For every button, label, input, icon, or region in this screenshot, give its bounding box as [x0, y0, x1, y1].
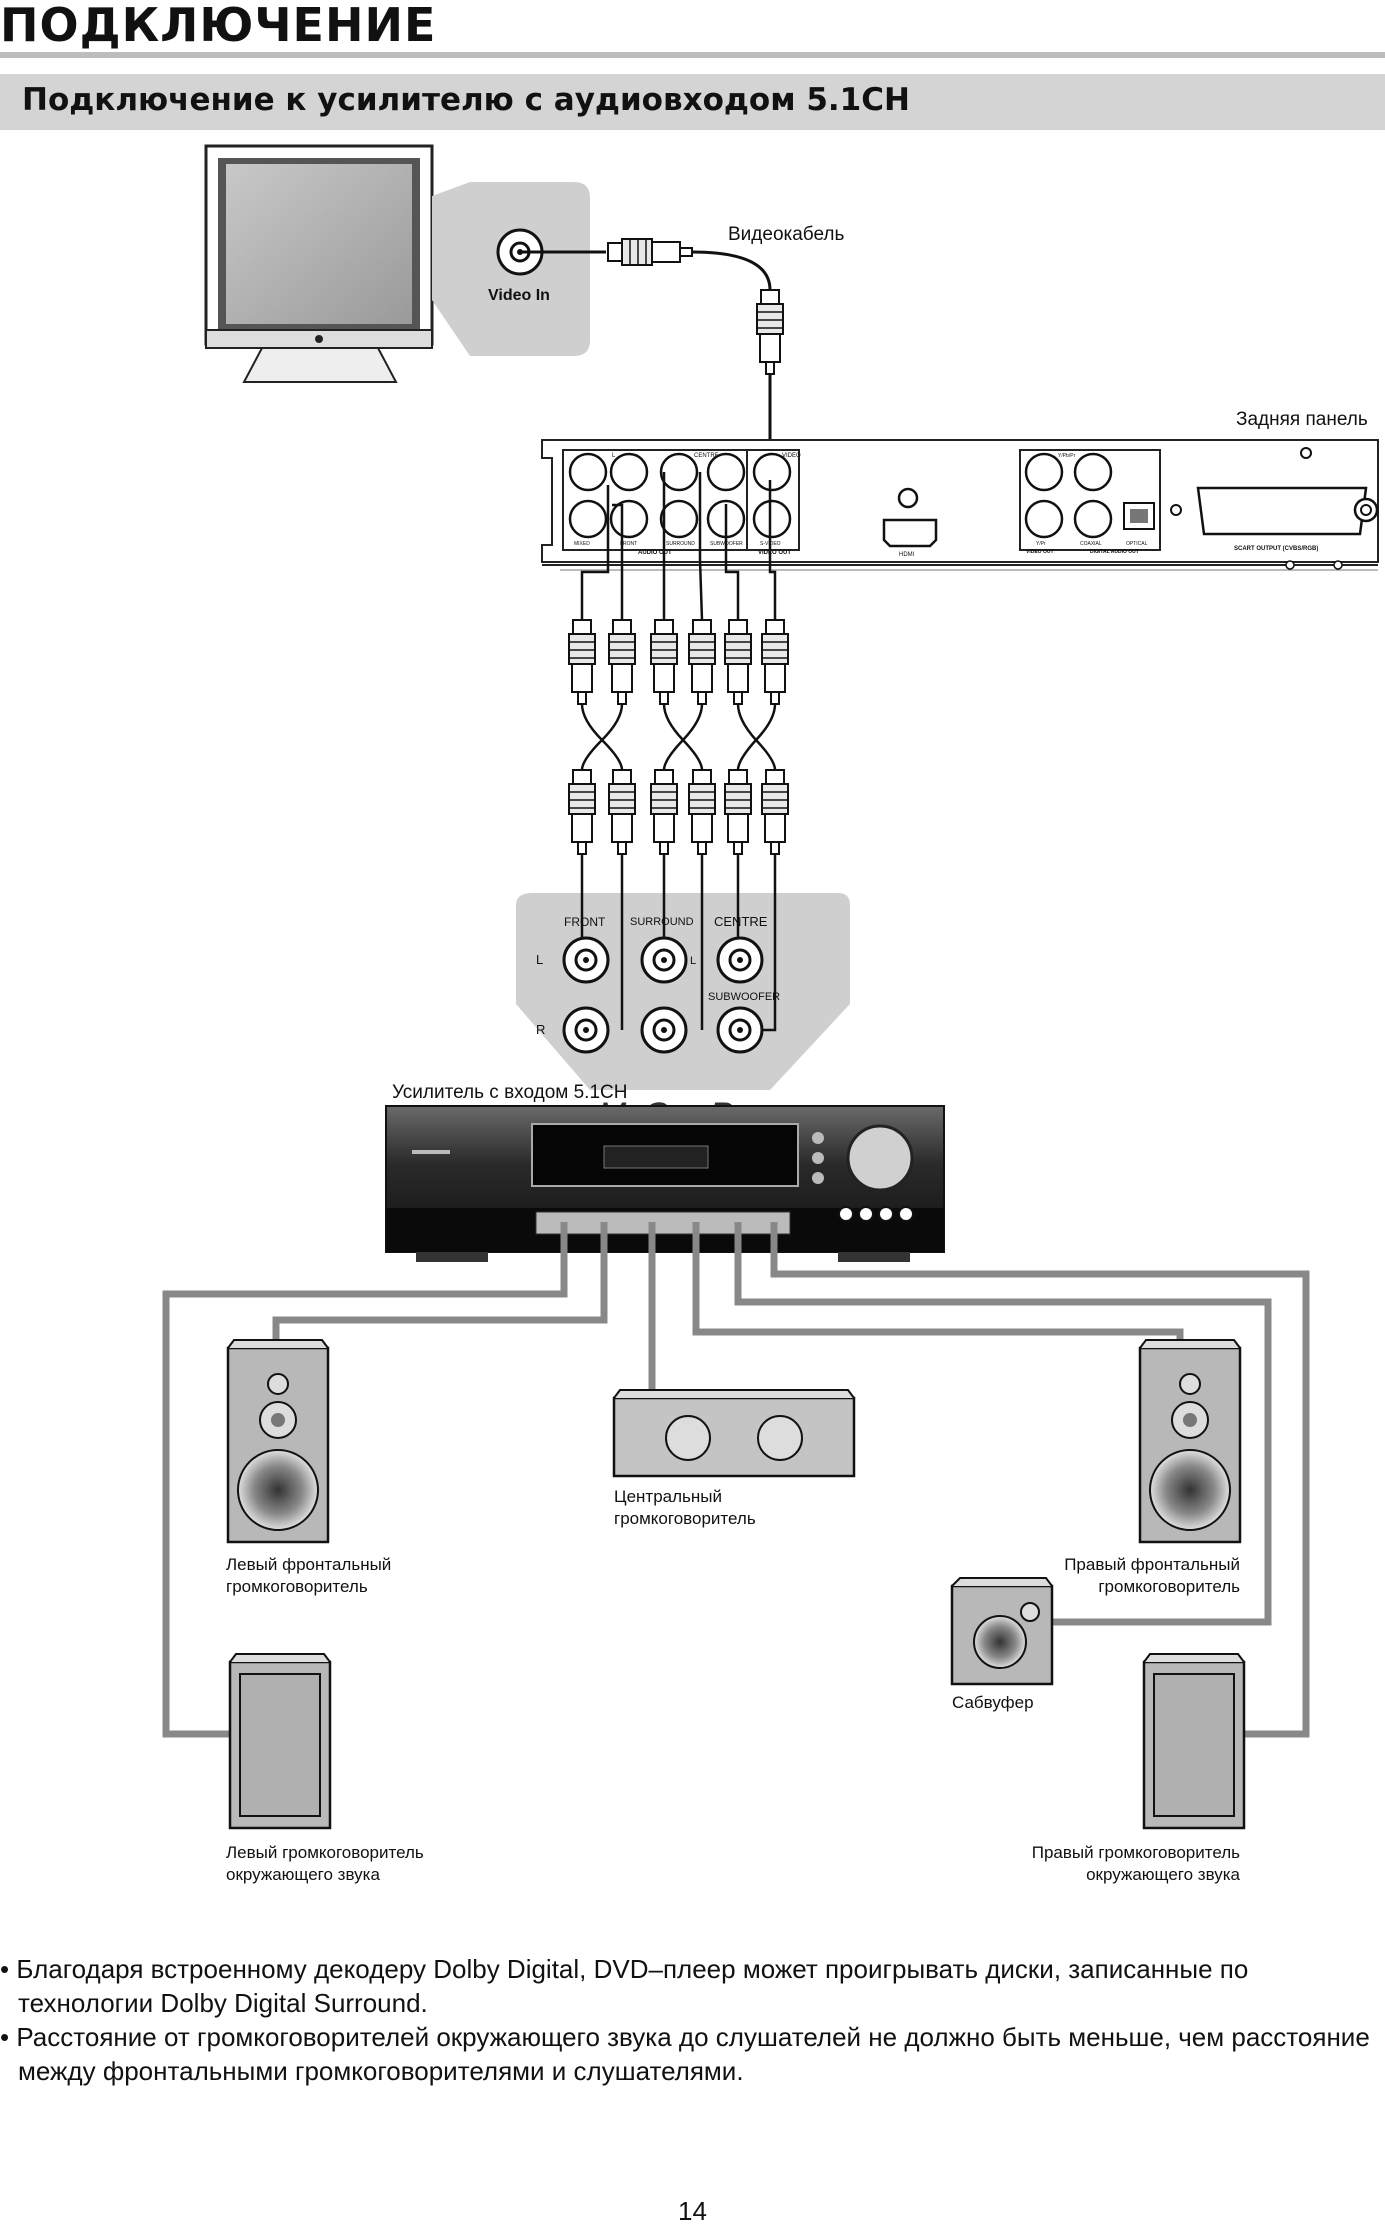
panel-label-hdmi: HDMI [899, 552, 915, 558]
panel-label-l: L [612, 453, 616, 459]
center-speaker [612, 1389, 856, 1478]
video-cable-label: Видеокабель [728, 224, 844, 245]
left-front-speaker [226, 1339, 330, 1544]
right-surround-label-2: окружающего звука [1086, 1865, 1240, 1884]
amp-label-r: R [536, 1022, 545, 1037]
left-front-label-1: Левый фронтальный [226, 1555, 391, 1574]
subwoofer [950, 1577, 1054, 1686]
panel-label-surround: SURROUND [666, 541, 695, 547]
video-in-callout: Video In [432, 182, 590, 356]
center-label-2: громкоговоритель [614, 1509, 756, 1528]
cable-crossings [580, 703, 777, 771]
connection-diagram: Video In Видеокабель Задняя панель L CEN… [162, 144, 1379, 1884]
cable-plugs-lower [568, 769, 789, 855]
center-label-1: Центральный [614, 1487, 722, 1506]
tv-set [204, 144, 434, 383]
panel-label-centre: CENTRE [694, 453, 719, 459]
amp-label-front: FRONT [564, 915, 606, 929]
amp-label-l: L [536, 952, 543, 967]
right-front-label-2: громкоговоритель [1098, 1577, 1240, 1596]
page-number: 14 [678, 2196, 707, 2226]
panel-group-digital-audio: DIGITAL AUDIO OUT [1090, 549, 1139, 555]
note-item: • Благодаря встроенному декодеру Dolby D… [0, 1954, 1249, 2018]
right-front-label-1: Правый фронтальный [1064, 1555, 1240, 1574]
panel-label-ypr: Y/Pr [1036, 541, 1046, 547]
section-subtitle: Подключение к усилителю с аудиовходом 5.… [22, 82, 910, 118]
subwoofer-label: Сабвуфер [952, 1693, 1034, 1712]
left-front-label-2: громкоговоритель [226, 1577, 368, 1596]
amp-label-surround-l: L [690, 955, 696, 967]
video-in-label: Video In [488, 287, 550, 304]
page-title: ПОДКЛЮЧЕНИЕ [0, 0, 437, 52]
amp-input-callout: FRONT SURROUND CENTRE SUBWOOFER L R L [516, 855, 850, 1090]
panel-label-scart: SCART OUTPUT (CVBS/RGB) [1234, 546, 1318, 552]
note-item: • Расстояние от громкоговорителей окружа… [0, 2022, 1370, 2086]
rear-panel: L CENTRE VIDEO MIXED FRONT SURROUND SUBW… [541, 439, 1379, 571]
panel-label-front: FRONT [620, 541, 637, 547]
panel-label-optical: OPTICAL [1126, 541, 1148, 547]
amp-label-centre: CENTRE [714, 914, 768, 929]
amplifier [385, 1105, 945, 1262]
panel-group-video-out-2: VIDEO OUT [1026, 549, 1054, 555]
amp-label-subwoofer: SUBWOOFER [708, 991, 780, 1003]
amp-label-surround: SURROUND [630, 916, 694, 928]
rear-panel-label: Задняя панель [1236, 409, 1368, 430]
right-surround-label-1: Правый громкоговоритель [1032, 1843, 1240, 1862]
cable-plugs-upper [568, 619, 789, 705]
speaker-wires [162, 1222, 1310, 1738]
panel-label-coaxial: COAXIAL [1080, 541, 1102, 547]
panel-group-audio-out: AUDIO OUT [638, 550, 672, 556]
amplifier-label: Усилитель с входом 5.1CH [392, 1082, 627, 1103]
left-surround-label-2: окружающего звука [226, 1865, 380, 1884]
right-front-speaker [1138, 1339, 1242, 1544]
panel-label-ypbpr: Y/Pb/Pr [1058, 453, 1076, 459]
panel-group-video-out: VIDEO OUT [758, 550, 791, 556]
left-surround-label-1: Левый громкоговоритель [226, 1843, 424, 1862]
title-rule [0, 52, 1385, 58]
subtitle-band: Подключение к усилителю с аудиовходом 5.… [0, 74, 1385, 130]
right-surround-speaker [1142, 1653, 1246, 1830]
panel-label-mixed: MIXED [574, 541, 590, 547]
panel-label-video: VIDEO [782, 453, 801, 459]
left-surround-speaker [228, 1653, 332, 1830]
audio-cables [580, 472, 777, 621]
notes: • Благодаря встроенному декодеру Dolby D… [0, 1952, 1370, 2088]
